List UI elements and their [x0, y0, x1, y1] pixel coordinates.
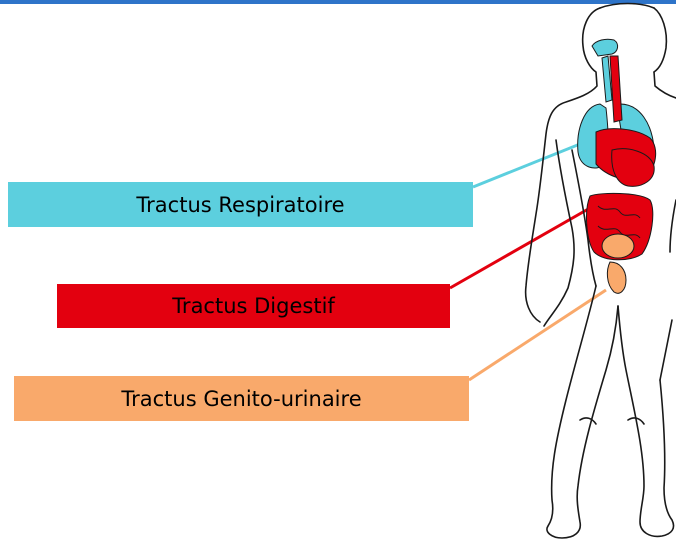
human-body-outline	[526, 4, 676, 539]
genitourinary-tract	[602, 234, 634, 293]
respiratory-label-box: Tractus Respiratoire	[8, 182, 473, 227]
genitourinary-connector	[469, 290, 606, 380]
genitourinary-label-box: Tractus Genito-urinaire	[14, 376, 469, 421]
respiratory-connector	[473, 140, 590, 187]
digestive-label-box: Tractus Digestif	[57, 284, 450, 328]
